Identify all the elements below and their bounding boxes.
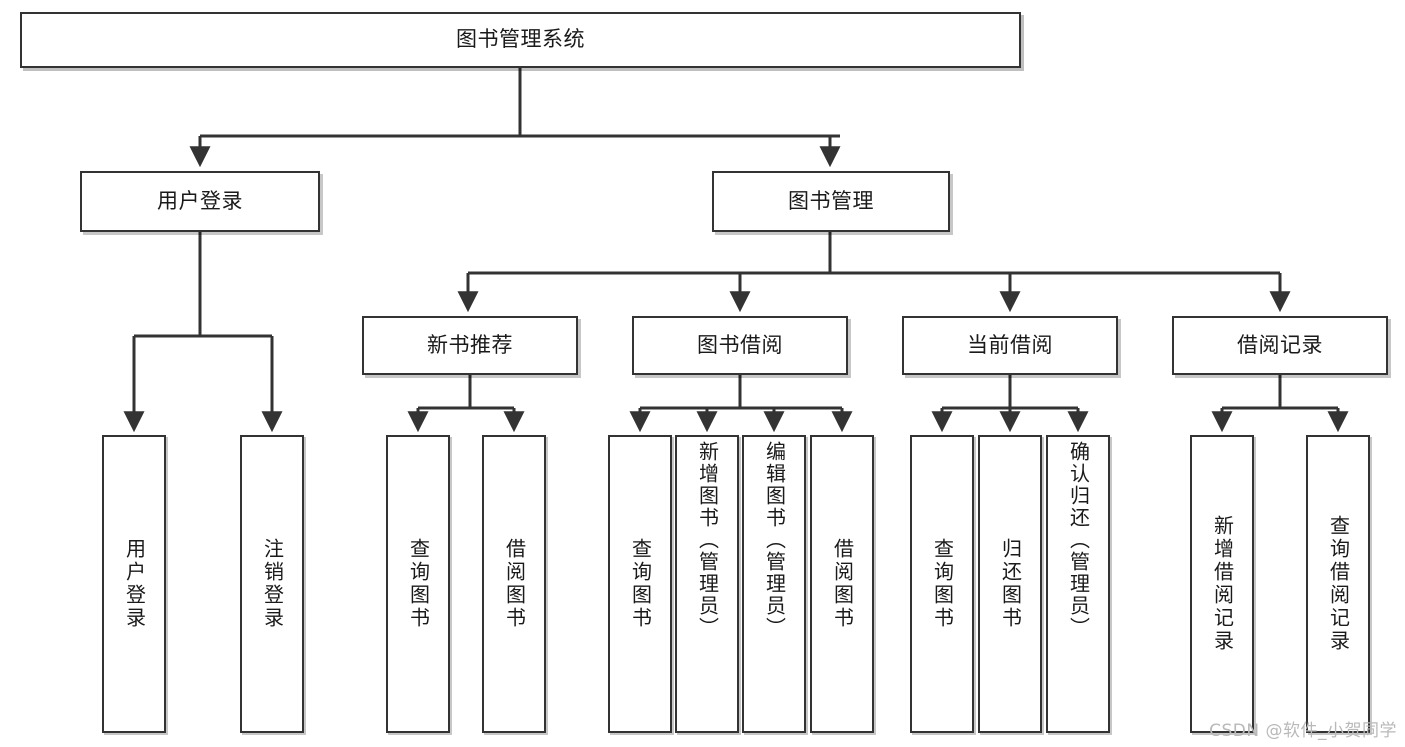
node-current-borrow-label: 当前借阅 [967,332,1053,357]
node-current-borrow[interactable]: 当前借阅 [902,316,1118,375]
node-user-login-label: 用户登录 [157,188,243,213]
leaf-user-logout[interactable]: 注销登录 [240,435,304,733]
leaf-return-book-label: 归还图书 [998,538,1023,630]
node-user-login[interactable]: 用户登录 [80,171,320,232]
node-root[interactable]: 图书管理系统 [20,12,1021,68]
leaf-borrow-book-2[interactable]: 借阅图书 [810,435,874,733]
leaf-add-record-label: 新增借阅记录 [1210,515,1235,653]
leaf-edit-book-label: 编辑图书（管理员） [762,441,787,639]
leaf-borrow-book-1-label: 借阅图书 [502,538,527,630]
leaf-edit-book[interactable]: 编辑图书（管理员） [742,435,806,733]
leaf-query-record[interactable]: 查询借阅记录 [1306,435,1370,733]
leaf-user-logout-label: 注销登录 [260,538,285,630]
leaf-confirm-return-label: 确认归还（管理员） [1066,441,1091,639]
leaf-query-book-1[interactable]: 查询图书 [386,435,450,733]
leaf-user-login-label: 用户登录 [122,538,147,630]
leaf-add-book[interactable]: 新增图书（管理员） [675,435,739,733]
leaf-query-book-2-label: 查询图书 [628,538,653,630]
leaf-borrow-book-1[interactable]: 借阅图书 [482,435,546,733]
leaf-query-book-1-label: 查询图书 [406,538,431,630]
node-borrow-record[interactable]: 借阅记录 [1172,316,1388,375]
leaf-borrow-book-2-label: 借阅图书 [830,538,855,630]
leaf-query-book-2[interactable]: 查询图书 [608,435,672,733]
node-book-manage-label: 图书管理 [788,188,874,213]
node-new-book-recommend-label: 新书推荐 [427,332,513,357]
leaf-query-book-3-label: 查询图书 [930,538,955,630]
leaf-query-book-3[interactable]: 查询图书 [910,435,974,733]
leaf-user-login[interactable]: 用户登录 [102,435,166,733]
watermark: CSDN @软件_小贺同学 [1209,721,1397,741]
node-root-label: 图书管理系统 [456,27,585,52]
node-borrow-record-label: 借阅记录 [1237,332,1323,357]
leaf-query-record-label: 查询借阅记录 [1326,515,1351,653]
leaf-confirm-return[interactable]: 确认归还（管理员） [1046,435,1110,733]
node-book-borrow[interactable]: 图书借阅 [632,316,848,375]
node-new-book-recommend[interactable]: 新书推荐 [362,316,578,375]
leaf-add-book-label: 新增图书（管理员） [695,441,720,639]
node-book-borrow-label: 图书借阅 [697,332,783,357]
leaf-add-record[interactable]: 新增借阅记录 [1190,435,1254,733]
node-book-manage[interactable]: 图书管理 [712,171,950,232]
leaf-return-book[interactable]: 归还图书 [978,435,1042,733]
